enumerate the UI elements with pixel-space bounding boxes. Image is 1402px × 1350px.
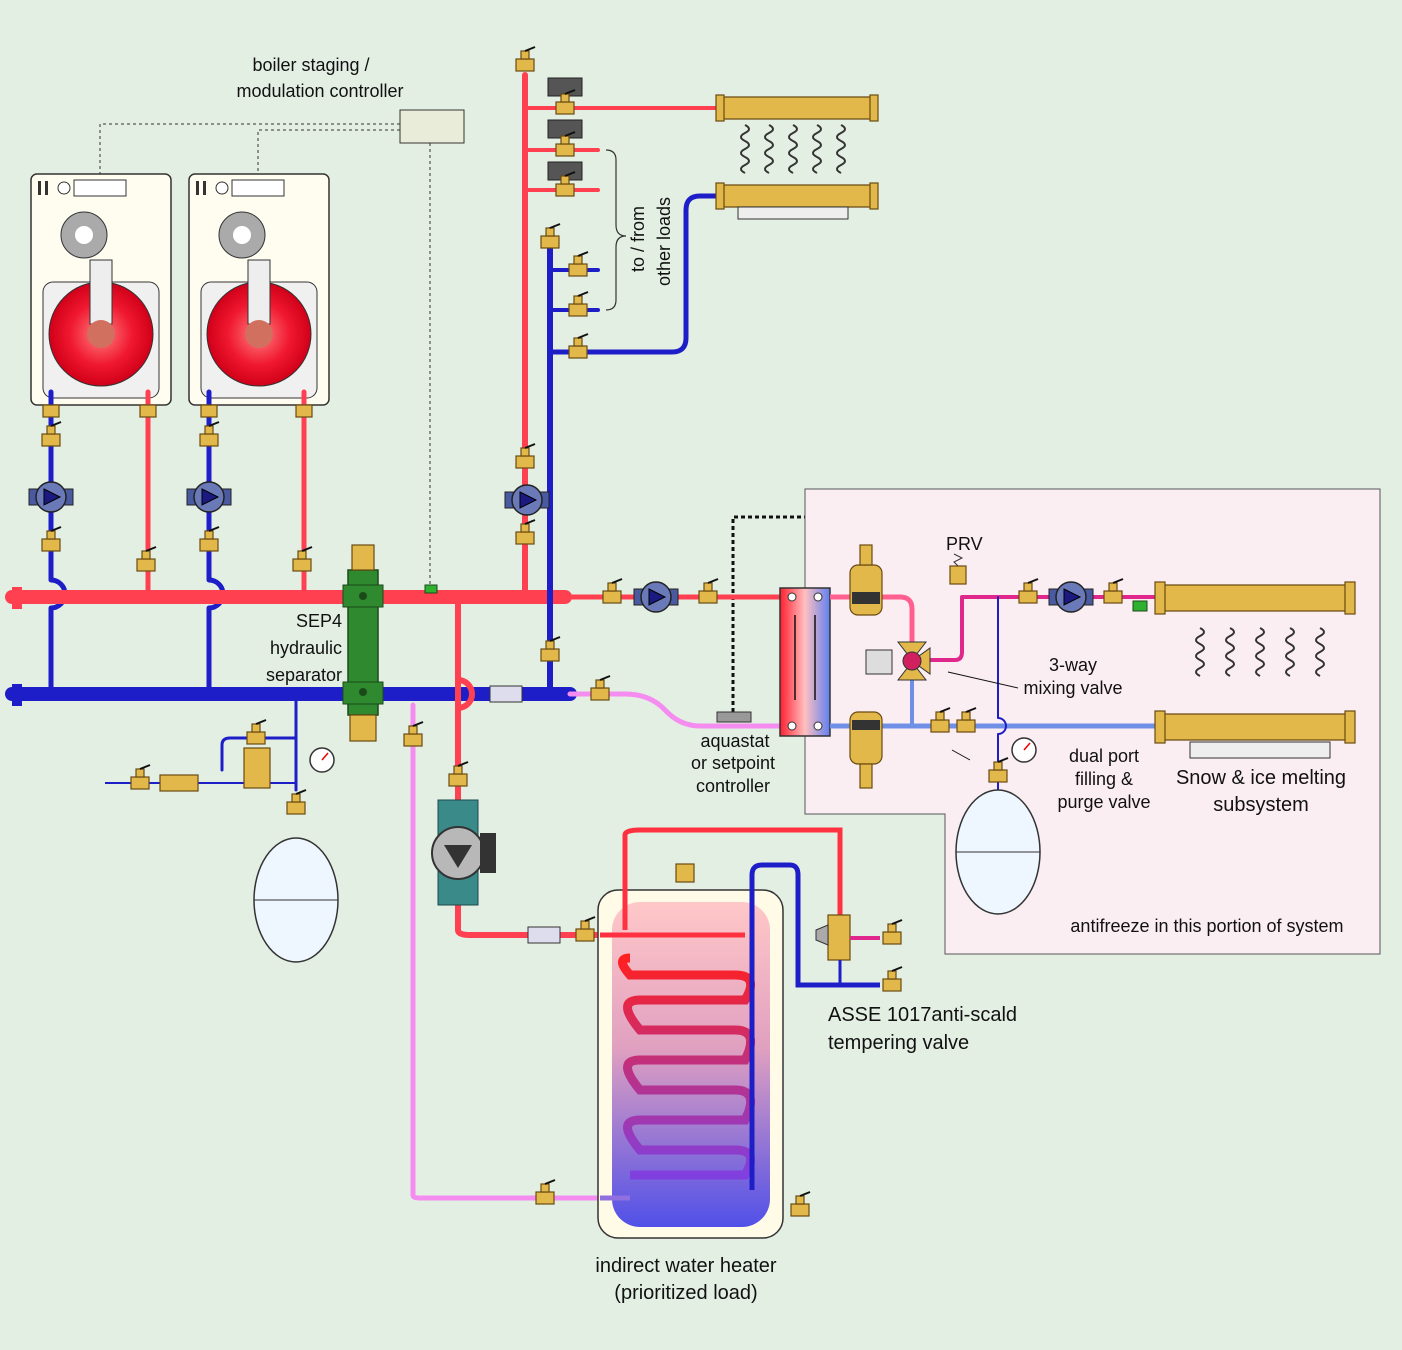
- prv-label: PRV: [946, 534, 983, 554]
- fill-purge-label-2: filling &: [1075, 769, 1133, 789]
- dirt-separator: [849, 711, 883, 789]
- controller-label-1: boiler staging /: [252, 55, 369, 75]
- separator-label-1: SEP4: [296, 611, 342, 631]
- return-header-cap: [12, 684, 22, 706]
- snowmelt-label-1: Snow & ice melting: [1176, 767, 1346, 789]
- boiler-2: [188, 173, 330, 406]
- antifreeze-label: antifreeze in this portion of system: [1070, 916, 1343, 936]
- dhw-piping: [410, 702, 603, 1201]
- snowmelt-label-2: subsystem: [1213, 794, 1309, 816]
- aquastat-label-2: or setpoint: [691, 753, 775, 773]
- air-separator: [849, 544, 883, 616]
- controller-box: [399, 109, 465, 144]
- heat-exchanger-icon: [779, 587, 831, 737]
- mixing-valve-label-2: mixing valve: [1023, 678, 1122, 698]
- water-heater-label-1: indirect water heater: [595, 1255, 777, 1277]
- other-loads-piping: [455, 72, 872, 938]
- dhw-circulator-icon: [431, 799, 496, 906]
- expansion-tank-icon: [955, 789, 1041, 915]
- circulator-icon: [633, 581, 679, 613]
- snowmelt-sensor: [1132, 600, 1148, 612]
- aquastat-label-1: aquastat: [700, 731, 769, 751]
- tempering-label-1: ASSE 1017anti-scald: [828, 1004, 1017, 1026]
- tempering-label-2: tempering valve: [828, 1032, 969, 1054]
- snowmelt-piping: [830, 594, 1165, 791]
- fill-purge-label-3: purge valve: [1057, 792, 1150, 812]
- other-loads-label-2: other loads: [654, 197, 674, 286]
- mixing-valve-label-1: 3-way: [1049, 655, 1097, 675]
- separator-label-2: hydraulic: [270, 638, 342, 658]
- zone-valves: [504, 46, 589, 662]
- check-valve-icon: [489, 685, 523, 703]
- water-heater-label-2: (prioritized load): [614, 1282, 757, 1304]
- aquastat-label-3: controller: [696, 776, 770, 796]
- relief-valve-icon: [949, 553, 967, 585]
- fill-purge-label-1: dual port: [1069, 746, 1139, 766]
- manifold-icon: [715, 94, 879, 220]
- water-heater-tank: [597, 827, 880, 1239]
- hydraulic-separator: [342, 544, 384, 742]
- boiler-piping: [48, 389, 307, 697]
- hx-loop-piping: [562, 594, 793, 729]
- pressure-gauge-icon: [1011, 737, 1037, 763]
- controller-label-2: modulation controller: [236, 81, 403, 101]
- supply-header-cap: [12, 587, 22, 609]
- separator-label-3: separator: [266, 665, 342, 685]
- tempering-valve-icon: [815, 914, 903, 992]
- boiler-1: [30, 173, 172, 406]
- boiler-pumps: [28, 404, 313, 572]
- snowmelt-manifold-icon: [1154, 581, 1356, 759]
- mixing-valve-icon: [865, 641, 931, 681]
- makeup-water-assembly: [105, 692, 339, 963]
- bracket: [605, 149, 627, 311]
- other-loads-label-1: to / from: [628, 206, 648, 272]
- supply-sensor: [424, 584, 438, 594]
- aquastat-sensor: [716, 711, 752, 723]
